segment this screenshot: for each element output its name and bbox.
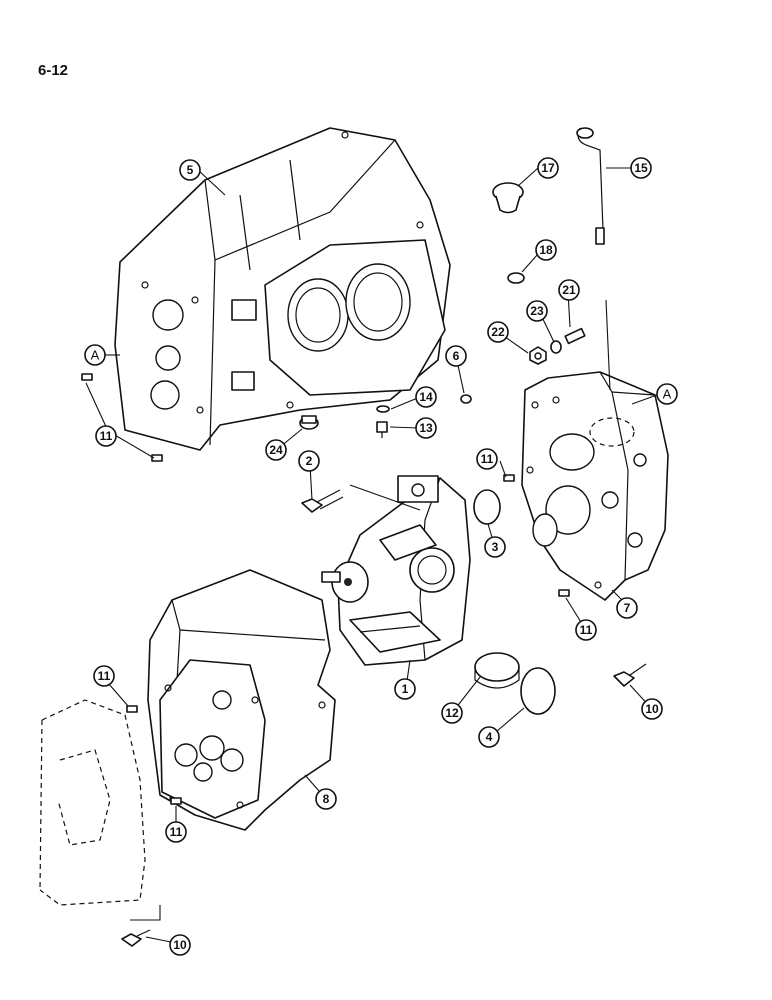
transmission-housing-drawing [114,127,451,451]
callout-number: 24 [269,443,283,457]
callout-number: 22 [491,325,505,339]
callout-1: 1 [394,678,416,700]
callout-11-housing-left: 11 [95,425,117,447]
callout-17: 17 [537,157,559,179]
callout-11-pump-side: 11 [476,448,498,470]
callout-23: 23 [526,300,548,322]
callout-13: 13 [415,417,437,439]
callout-number: 5 [187,163,194,177]
callout-number: 14 [419,390,433,404]
reference-marker-a-right: A [656,383,678,405]
callout-10-bottom: 10 [169,934,191,956]
callout-number: 1 [402,682,409,696]
callout-number: 6 [453,349,460,363]
callout-number: 15 [634,161,648,175]
callout-number: 21 [562,283,576,297]
callout-number: 23 [530,304,544,318]
callout-18: 18 [535,239,557,261]
callout-5: 5 [179,159,201,181]
reference-marker-a-left: A [84,344,106,366]
reference-letter: A [91,348,100,363]
callout-number: 10 [645,702,659,716]
callout-11-front-housing-bottom: 11 [165,821,187,843]
engine-outline-drawing [39,699,146,906]
callout-number: 10 [173,938,187,952]
callout-7: 7 [616,597,638,619]
callout-number: 11 [100,429,113,443]
callout-number: 2 [306,454,313,468]
callout-number: 17 [541,161,555,175]
hydraulic-pump-drawing [321,475,471,666]
callout-number: 11 [170,825,183,839]
callout-number: 13 [419,421,433,435]
callout-3: 3 [484,536,506,558]
callout-number: 8 [323,792,330,806]
callout-22: 22 [487,321,509,343]
callout-number: 11 [98,669,111,683]
callout-4: 4 [478,726,500,748]
callout-number: 18 [539,243,553,257]
callout-10-right: 10 [641,698,663,720]
hardware-drawings [81,127,647,947]
page-number: 6-12 [38,62,69,79]
callout-12: 12 [441,702,463,724]
callout-11-front-housing-top: 11 [93,665,115,687]
callout-6: 6 [445,345,467,367]
callout-number: 4 [486,730,493,744]
reference-letter: A [663,387,672,402]
front-housing-drawing [147,569,336,831]
callout-21: 21 [558,279,580,301]
callout-number: 11 [580,623,593,637]
callout-number: 7 [624,601,631,615]
cover-plate-drawing [521,371,669,601]
callout-14: 14 [415,386,437,408]
callout-8: 8 [315,788,337,810]
callout-number: 11 [481,452,494,466]
callout-2: 2 [298,450,320,472]
callout-24: 24 [265,439,287,461]
callout-number: 3 [492,540,499,554]
callout-number: 12 [445,706,459,720]
callout-15: 15 [630,157,652,179]
callout-11-plate: 11 [575,619,597,641]
